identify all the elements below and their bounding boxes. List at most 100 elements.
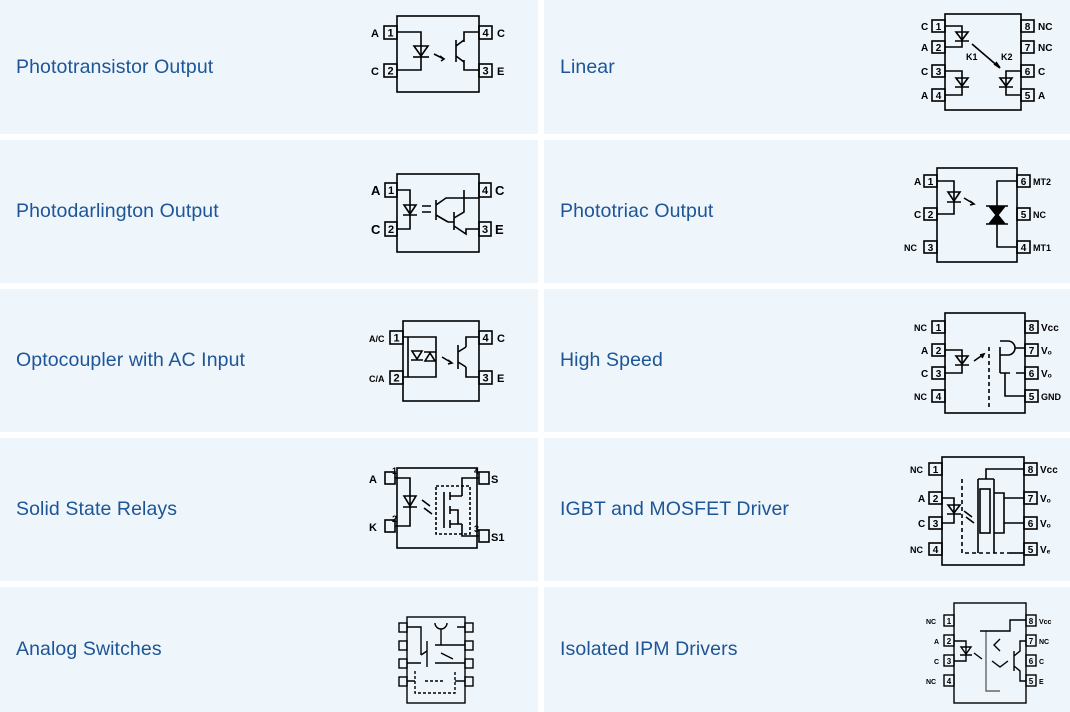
svg-text:A: A (918, 494, 925, 505)
svg-text:1: 1 (928, 177, 934, 188)
svg-text:Vₒ: Vₒ (1041, 369, 1052, 380)
svg-text:C: C (914, 210, 921, 221)
svg-text:2: 2 (387, 66, 393, 78)
svg-text:2: 2 (936, 43, 942, 54)
category-tile-optocoupler-ac-input[interactable]: Optocoupler with AC Input 1 2 3 4 A/C C/… (0, 289, 538, 432)
svg-text:A/C: A/C (369, 334, 385, 344)
svg-text:A: A (934, 639, 939, 646)
svg-text:3: 3 (933, 519, 939, 530)
svg-text:C: C (1038, 67, 1045, 78)
svg-text:Vcc: Vcc (1041, 323, 1059, 334)
svg-text:2: 2 (393, 373, 399, 385)
svg-text:6: 6 (1025, 67, 1031, 78)
category-tile-phototriac-output[interactable]: Phototriac Output 1 2 3 4 5 6 A C NC MT2… (544, 140, 1070, 283)
category-tile-high-speed[interactable]: High Speed 1 2 3 4 5 6 7 8 NC A C NC Vc (544, 289, 1070, 432)
svg-text:C: C (1039, 659, 1044, 666)
svg-text:NC: NC (926, 679, 936, 686)
svg-text:C/A: C/A (369, 374, 385, 384)
svg-text:K1: K1 (966, 52, 978, 62)
svg-text:2: 2 (928, 210, 934, 221)
svg-text:2: 2 (388, 224, 394, 236)
analog-switch-schematic-icon (395, 615, 485, 705)
svg-text:Vcc: Vcc (1040, 465, 1058, 476)
svg-text:4: 4 (936, 91, 942, 102)
category-tile-solid-state-relays[interactable]: Solid State Relays A 1 K 2 4 S 3 S1 (0, 438, 538, 581)
svg-text:2: 2 (936, 346, 942, 357)
svg-text:GND: GND (1041, 392, 1062, 402)
svg-text:NC: NC (910, 465, 923, 475)
svg-text:E: E (497, 66, 504, 78)
svg-text:5: 5 (1021, 210, 1027, 221)
svg-text:MT2: MT2 (1033, 177, 1051, 187)
svg-text:C: C (495, 183, 505, 198)
svg-text:C: C (921, 369, 928, 380)
svg-text:2: 2 (392, 514, 397, 524)
category-tile-igbt-mosfet-driver[interactable]: IGBT and MOSFET Driver 1 2 3 4 5 6 7 8 N… (544, 438, 1070, 581)
svg-text:NC: NC (1039, 639, 1049, 646)
svg-text:Vcc: Vcc (1039, 619, 1052, 626)
svg-text:3: 3 (936, 67, 942, 78)
svg-text:4: 4 (482, 28, 489, 40)
ac-input-optocoupler-schematic-icon: 1 2 3 4 A/C C/A C E (366, 319, 516, 403)
svg-text:4: 4 (482, 333, 489, 345)
svg-text:Vₒ: Vₒ (1040, 494, 1051, 505)
category-tile-photodarlington-output[interactable]: Photodarlington Output 1 2 3 4 A C C E (0, 140, 538, 283)
svg-text:A: A (914, 177, 921, 188)
svg-text:E: E (495, 222, 504, 237)
svg-text:4: 4 (933, 545, 939, 556)
category-tile-linear[interactable]: Linear 1 2 3 4 5 6 7 8 C A C A NC (544, 0, 1070, 134)
high-speed-optocoupler-schematic-icon: 1 2 3 4 5 6 7 8 NC A C NC Vcc Vₒ Vₒ GND (910, 311, 1070, 415)
category-label: Solid State Relays (16, 498, 178, 520)
category-label: IGBT and MOSFET Driver (560, 498, 790, 520)
svg-text:C: C (921, 22, 928, 33)
category-label: Phototransistor Output (16, 55, 214, 78)
category-label: High Speed (560, 349, 663, 371)
svg-text:A: A (1038, 91, 1045, 102)
svg-text:A: A (921, 43, 928, 54)
svg-text:3: 3 (474, 524, 479, 534)
svg-text:6: 6 (1029, 657, 1034, 666)
svg-text:1: 1 (388, 185, 394, 197)
svg-text:2: 2 (933, 494, 939, 505)
svg-text:5: 5 (1028, 545, 1034, 556)
svg-text:7: 7 (1029, 346, 1035, 357)
linear-optocoupler-schematic-icon: 1 2 3 4 5 6 7 8 C A C A NC NC C A (914, 10, 1064, 114)
category-label: Linear (560, 55, 615, 78)
category-tile-analog-switches[interactable]: Analog Switches (0, 587, 538, 712)
svg-text:NC: NC (926, 619, 936, 626)
category-label: Photodarlington Output (16, 200, 219, 222)
svg-text:4: 4 (947, 677, 952, 686)
svg-text:1: 1 (933, 465, 939, 476)
svg-text:4: 4 (482, 185, 489, 197)
svg-text:K2: K2 (1001, 52, 1013, 62)
svg-text:6: 6 (1028, 519, 1034, 530)
svg-text:3: 3 (928, 243, 934, 254)
svg-text:C: C (371, 222, 381, 237)
svg-text:C: C (934, 659, 939, 666)
category-label: Optocoupler with AC Input (16, 349, 246, 371)
phototransistor-schematic-icon: 1 2 3 4 A C C E (368, 14, 518, 94)
svg-text:NC: NC (1038, 43, 1052, 54)
category-label: Isolated IPM Drivers (560, 638, 738, 660)
svg-text:E: E (497, 373, 504, 385)
svg-text:1: 1 (936, 22, 942, 33)
svg-text:4: 4 (936, 392, 942, 403)
svg-text:C: C (921, 67, 928, 78)
svg-text:2: 2 (947, 637, 952, 646)
svg-text:Vₒ: Vₒ (1041, 346, 1052, 357)
category-tile-isolated-ipm-drivers[interactable]: Isolated IPM Drivers 1 2 3 4 5 6 7 8 NC … (544, 587, 1070, 712)
svg-text:1: 1 (947, 617, 952, 626)
phototriac-schematic-icon: 1 2 3 4 5 6 A C NC MT2 NC MT1 (902, 166, 1062, 264)
svg-text:7: 7 (1025, 43, 1031, 54)
svg-text:A: A (921, 91, 928, 102)
svg-text:E: E (1039, 679, 1044, 686)
svg-text:4: 4 (1021, 243, 1027, 254)
category-tile-phototransistor-output[interactable]: Phototransistor Output 1 2 3 4 A C C E (0, 0, 538, 134)
svg-text:K: K (369, 522, 377, 534)
svg-text:3: 3 (482, 224, 488, 236)
category-label: Phototriac Output (560, 200, 714, 222)
svg-text:S1: S1 (491, 532, 504, 544)
svg-text:6: 6 (1021, 177, 1027, 188)
svg-text:5: 5 (1025, 91, 1031, 102)
